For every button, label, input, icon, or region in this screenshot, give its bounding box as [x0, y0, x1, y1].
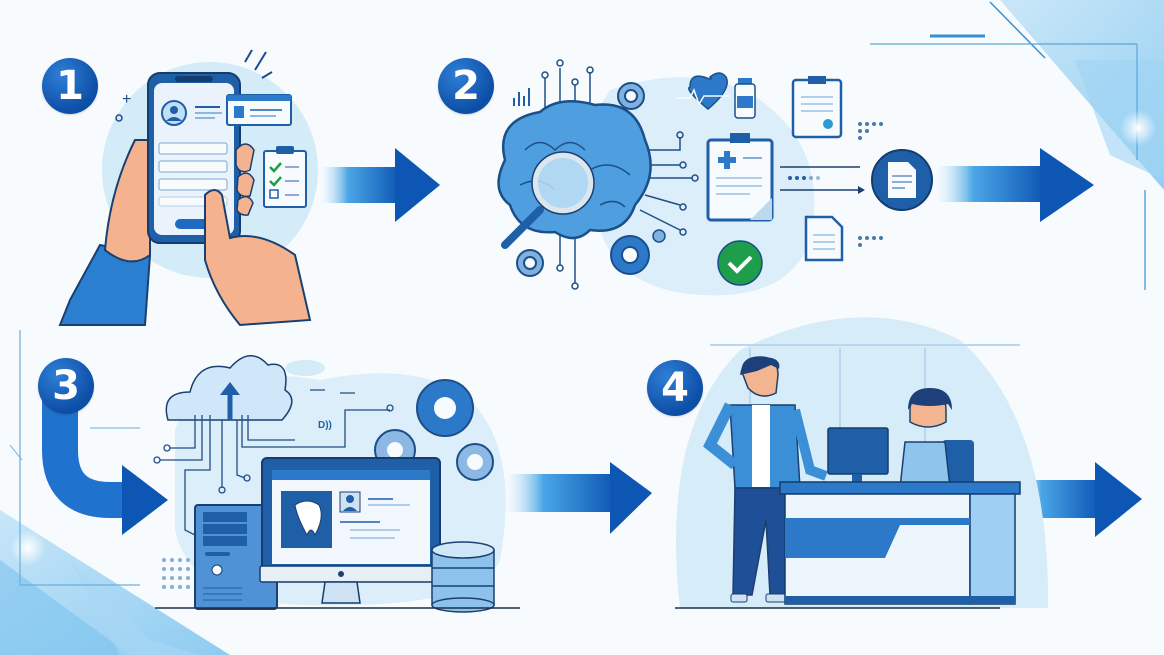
bar-chart-icon — [513, 88, 530, 106]
tooth-message-icon — [226, 94, 292, 126]
gear-icon — [456, 443, 494, 481]
step-badge-3: 3 — [38, 358, 94, 414]
reception-desk — [779, 481, 1021, 605]
step-badge-2: 2 — [438, 58, 494, 114]
svg-text:+: + — [122, 91, 131, 108]
arrow-2-to-next — [935, 148, 1094, 222]
arrow-3-bend-in — [42, 390, 168, 535]
clipboard-icon — [791, 76, 843, 139]
arrow-4-to-next — [1010, 462, 1142, 537]
gear-icon — [617, 82, 645, 110]
server-icon — [194, 504, 278, 610]
receptionist-figure — [899, 388, 974, 489]
cloud-upload-icon — [165, 355, 293, 421]
step-badge-4: 4 — [647, 360, 703, 416]
document-output-icon — [871, 149, 933, 211]
monitor-icon — [259, 457, 443, 604]
medicine-bottle-icon — [734, 78, 756, 119]
heart-pulse-icon — [676, 72, 730, 110]
arrow-1-to-2 — [320, 148, 440, 222]
signal-icon: D)) — [318, 420, 332, 431]
database-icon — [431, 541, 495, 613]
medical-clipboard-icon — [706, 133, 774, 222]
computer-icon — [827, 427, 889, 488]
gear-icon — [516, 249, 544, 277]
check-circle-icon — [717, 240, 763, 286]
document-icon — [804, 215, 844, 262]
gear-icon — [416, 379, 474, 437]
checklist-icon — [263, 146, 307, 208]
circuit-lines — [153, 389, 394, 536]
sparkle-lines-icon — [244, 49, 273, 79]
gear-icon — [610, 235, 650, 275]
step-badge-1: 1 — [42, 58, 98, 114]
sleeve — [58, 243, 152, 326]
magnifier-icon — [501, 151, 595, 249]
arrow-3-to-4 — [505, 462, 652, 534]
